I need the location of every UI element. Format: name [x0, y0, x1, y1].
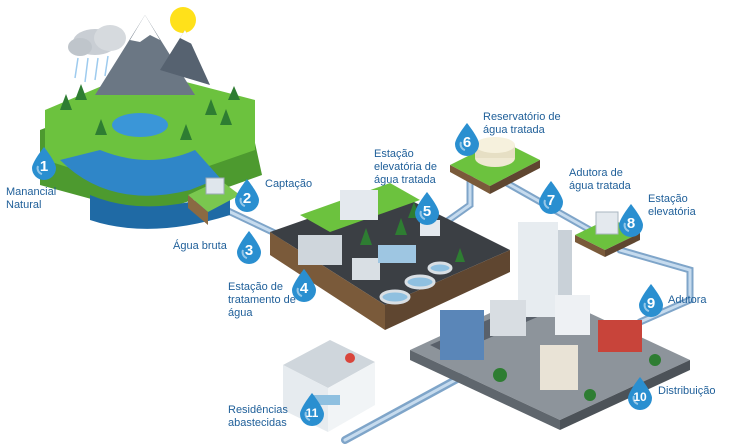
step-marker-5: 5 — [413, 191, 441, 225]
step-marker-11: 11 — [298, 392, 326, 426]
step-label-8: Estação elevatória — [648, 193, 696, 218]
step-number: 8 — [626, 215, 636, 232]
step-number: 3 — [244, 242, 254, 259]
city-block — [410, 222, 690, 430]
step-label-5: Estação elevatória de água tratada — [374, 148, 437, 186]
intake-structure — [188, 177, 240, 225]
step-number: 5 — [422, 203, 432, 220]
treatment-plant-block — [270, 183, 510, 330]
step-number: 4 — [299, 280, 309, 297]
reservoir-platform — [450, 137, 540, 194]
step-label-1: Manancial Natural — [6, 186, 57, 211]
sun-icon — [170, 7, 196, 33]
step-marker-2: 2 — [233, 178, 261, 212]
step-number: 2 — [242, 190, 252, 207]
step-label-9: Adutora — [668, 294, 707, 306]
step-number: 1 — [39, 158, 49, 175]
step-number: 11 — [305, 406, 319, 420]
residence-cutaway — [283, 340, 375, 432]
step-marker-10: 10 — [626, 376, 654, 410]
natural-source-island — [40, 15, 262, 229]
step-label-11: Residências abastecidas — [228, 404, 288, 429]
step-number: 10 — [633, 390, 647, 404]
step-marker-4: 4 — [290, 268, 318, 302]
step-label-3: Água bruta — [173, 240, 227, 252]
step-marker-9: 9 — [637, 283, 665, 317]
step-marker-8: 8 — [617, 203, 645, 237]
step-marker-1: 1 — [30, 146, 58, 180]
step-marker-7: 7 — [537, 180, 565, 214]
step-label-7: Adutora de água tratada — [569, 167, 631, 192]
step-marker-6: 6 — [453, 122, 481, 156]
step-number: 7 — [546, 192, 556, 209]
step-marker-3: 3 — [235, 230, 263, 264]
step-label-10: Distribuição — [658, 385, 716, 397]
step-label-2: Captação — [265, 178, 313, 190]
step-number: 9 — [646, 295, 656, 312]
rain-cloud-icon — [68, 25, 126, 83]
step-number: 6 — [462, 134, 472, 151]
step-label-6: Reservatório de água tratada — [483, 111, 561, 136]
step-label-4: Estação de tratamento de água — [228, 281, 296, 319]
